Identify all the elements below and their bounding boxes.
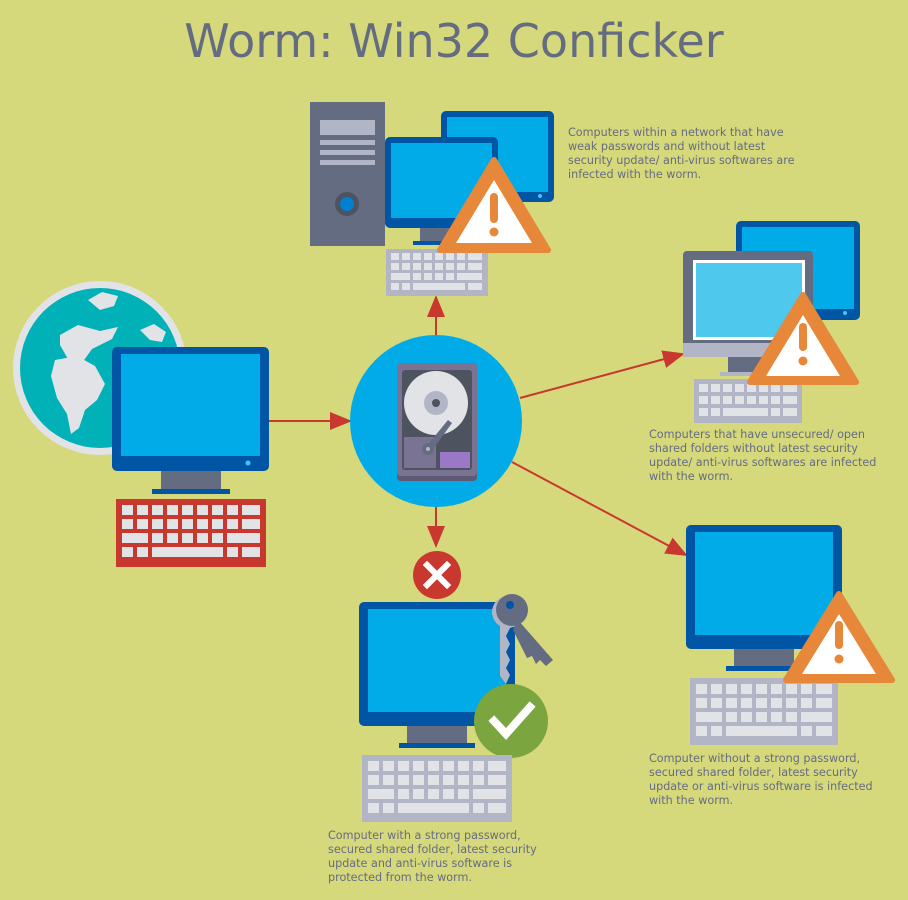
description-right-lower: Computer without a strong password, secu… [649, 752, 873, 807]
keyboard-icon [694, 379, 802, 423]
hard-drive-icon [397, 363, 477, 481]
edges [268, 295, 688, 556]
description-right-upper: Computers that have unsecured/ open shar… [649, 428, 877, 483]
blocked-cross-icon [413, 551, 461, 599]
arrow-hub-to-right-lower [511, 461, 688, 556]
keyboard-icon [362, 755, 512, 822]
node-top-computers [310, 102, 554, 296]
warning-icon [783, 591, 895, 683]
warning-icon [747, 292, 859, 385]
page-title: Worm: Win32 Conficker [184, 14, 724, 68]
node-bottom-protected-computer [359, 551, 553, 822]
key-icon [492, 594, 553, 684]
warning-icon [437, 157, 551, 253]
check-icon [474, 684, 548, 758]
tower-pc-icon [310, 102, 385, 246]
keyboard-icon [386, 249, 488, 296]
description-bottom: Computer with a strong password, secured… [328, 829, 537, 884]
monitor-icon [112, 347, 269, 494]
hub-hard-drive [350, 335, 522, 507]
monitor-icon [686, 525, 842, 671]
node-right-lower-computer [686, 525, 895, 745]
node-right-upper-computers [683, 221, 860, 423]
arrow-hub-to-right-upper [519, 350, 685, 399]
description-top: Computers within a network that have wea… [568, 126, 795, 181]
keyboard-icon [116, 499, 266, 567]
monitor-icon [359, 602, 515, 748]
keyboard-icon [690, 678, 838, 745]
source-computer [13, 281, 269, 567]
